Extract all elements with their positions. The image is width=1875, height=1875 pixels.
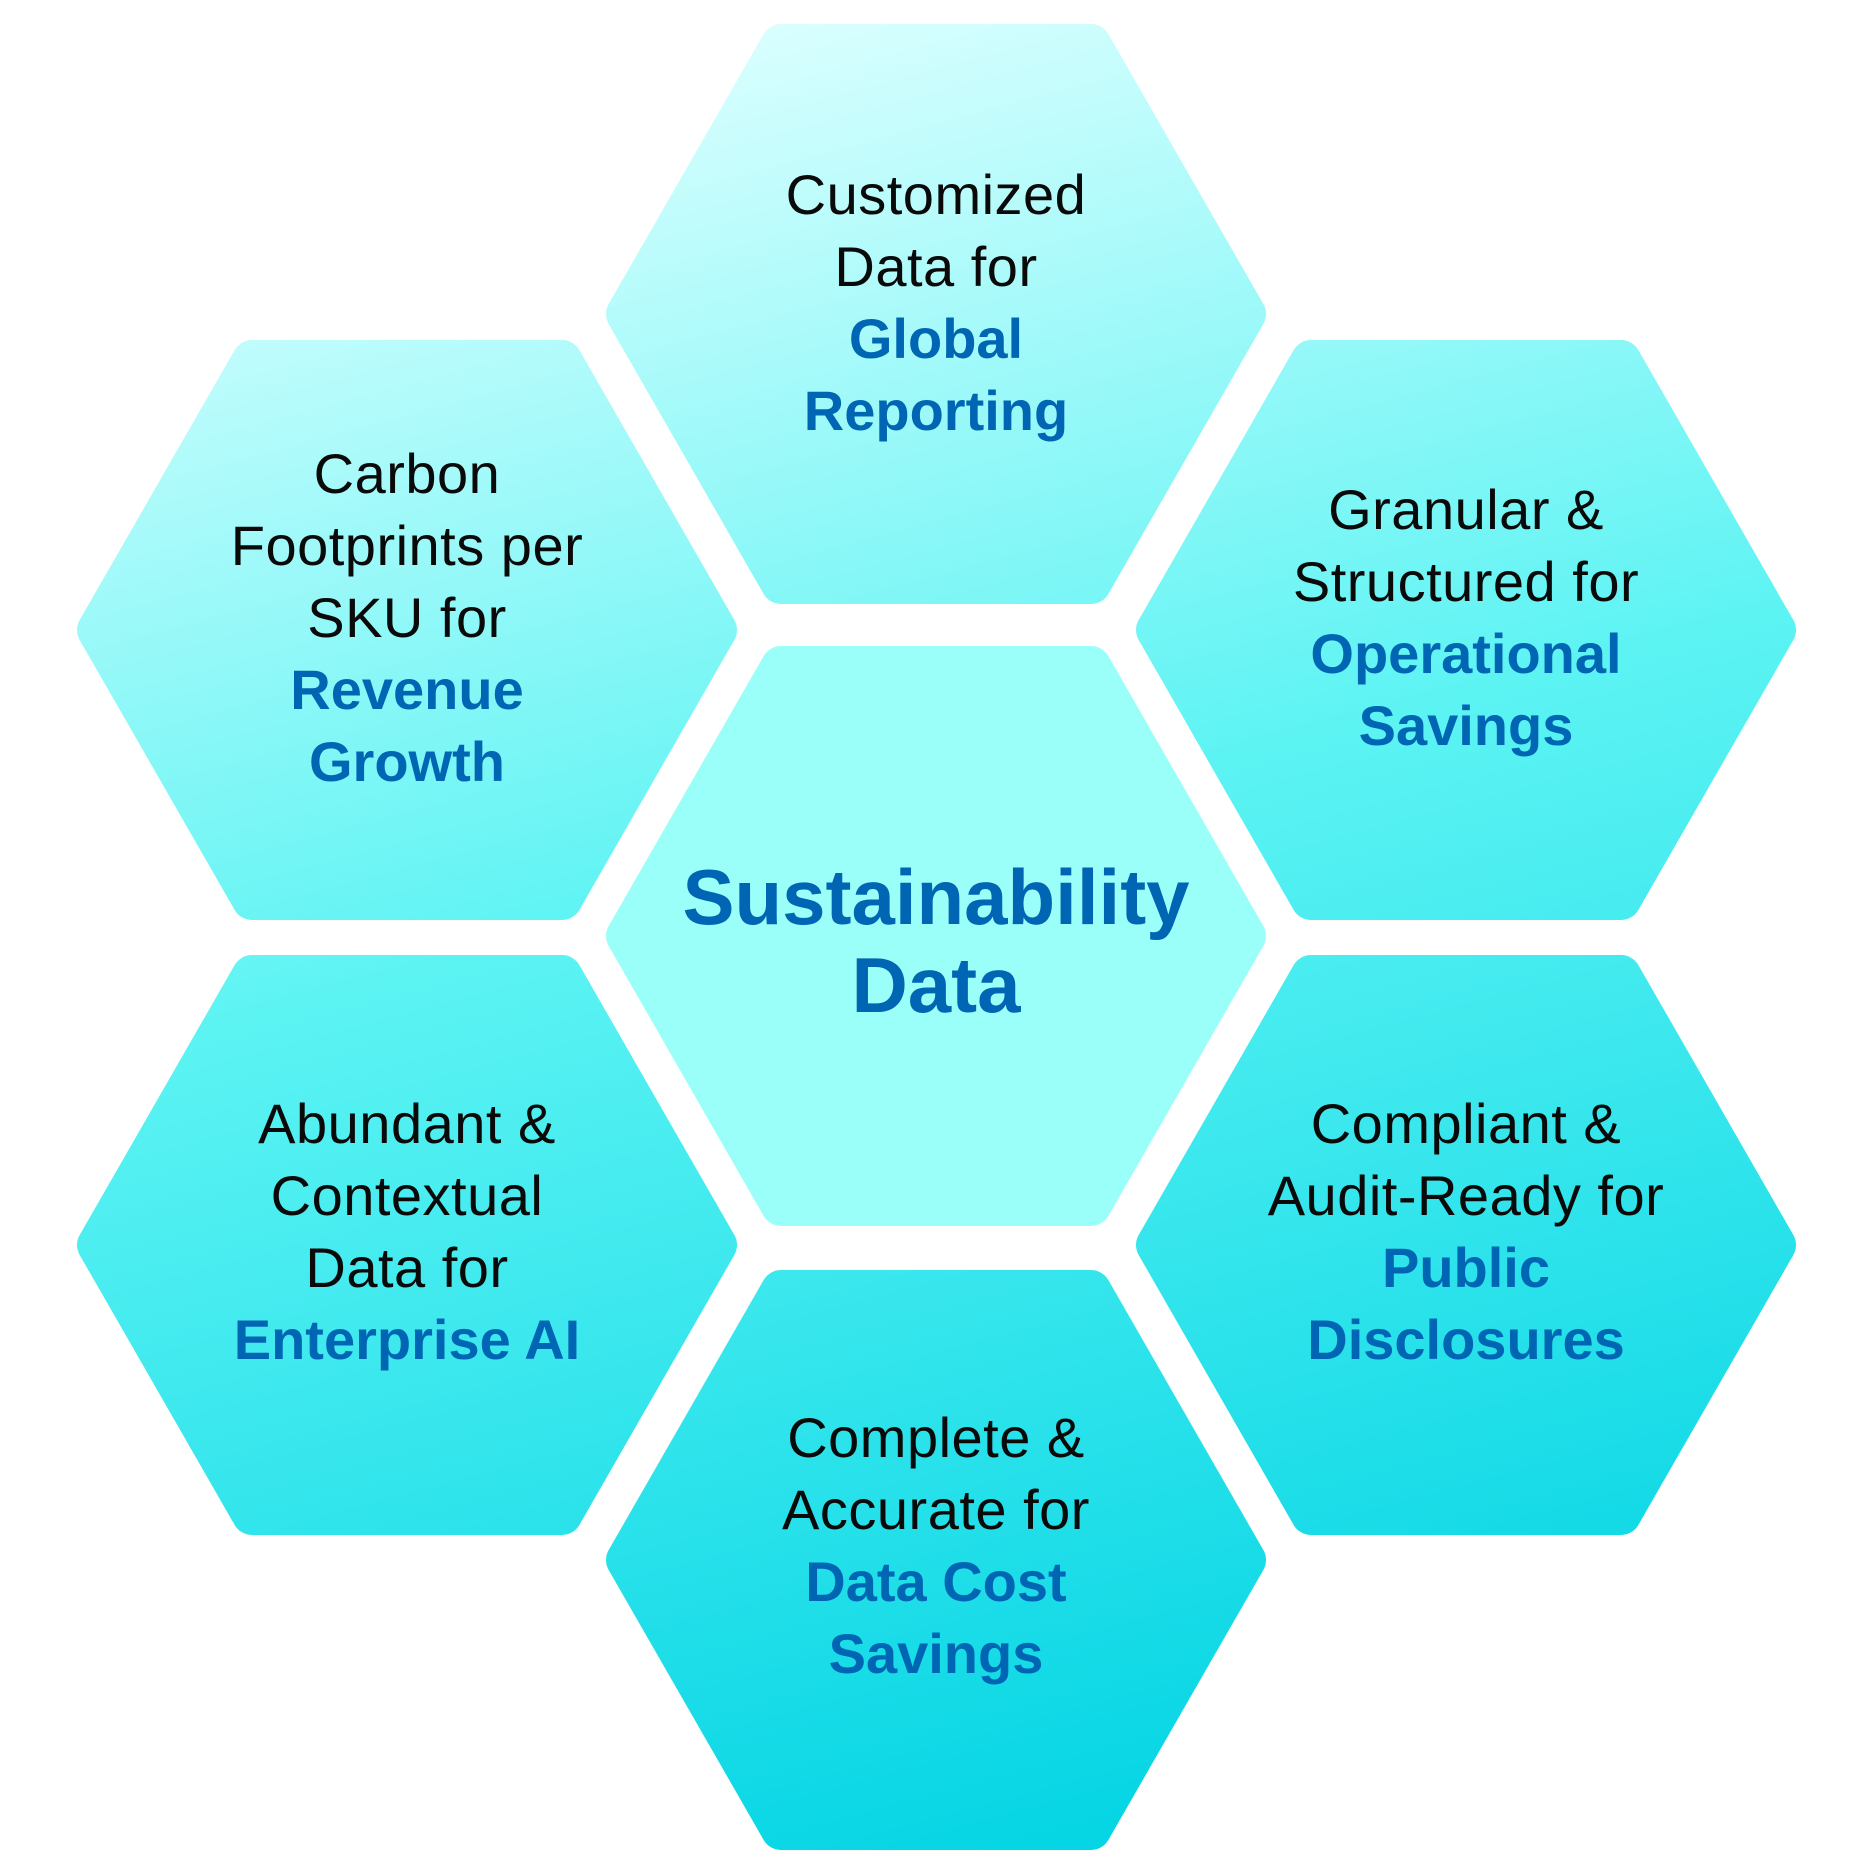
label-highlight: Disclosures (1307, 1308, 1625, 1371)
label-line: Structured for (1292, 550, 1640, 613)
label-line: Data for (834, 235, 1038, 298)
label-highlight: Growth (309, 730, 505, 793)
label-line: Abundant & (258, 1092, 556, 1155)
hexagon-bottom (606, 1270, 1266, 1850)
label-line: Data for (305, 1236, 509, 1299)
label-line: Accurate for (782, 1478, 1090, 1541)
label-line: Contextual (270, 1164, 544, 1227)
hexagon-top (606, 24, 1266, 604)
label-highlight: Savings (828, 1622, 1044, 1685)
label-line: Complete & (787, 1406, 1085, 1469)
hexagon-top-right (1136, 340, 1796, 920)
label-highlight: Enterprise AI (233, 1308, 581, 1371)
label-highlight: Operational (1310, 622, 1622, 685)
label-line: Carbon (313, 442, 501, 505)
hexagon-center (606, 646, 1266, 1226)
label-highlight: Revenue (290, 658, 524, 721)
center-title-line-1: Sustainability (682, 853, 1190, 941)
center-title-line-2: Data (851, 941, 1021, 1029)
label-line: Compliant & (1310, 1092, 1622, 1155)
hexagon-bottom-left (77, 955, 737, 1535)
label-line: Granular & (1328, 478, 1604, 541)
label-highlight: Reporting (803, 379, 1069, 442)
label-line: Customized (785, 163, 1087, 226)
label-line: Audit-Ready for (1267, 1164, 1665, 1227)
label-highlight: Data Cost (805, 1550, 1067, 1613)
label-line: Footprints per (230, 514, 584, 577)
label-highlight: Public (1381, 1236, 1551, 1299)
hexagon-bottom-right (1136, 955, 1796, 1535)
label-highlight: Savings (1358, 694, 1574, 757)
hexagon-top-left (77, 340, 737, 920)
label-highlight: Global (848, 307, 1024, 370)
label-line: SKU for (307, 586, 507, 649)
center-hexagon-label: Sustainability Data (676, 741, 1196, 1141)
